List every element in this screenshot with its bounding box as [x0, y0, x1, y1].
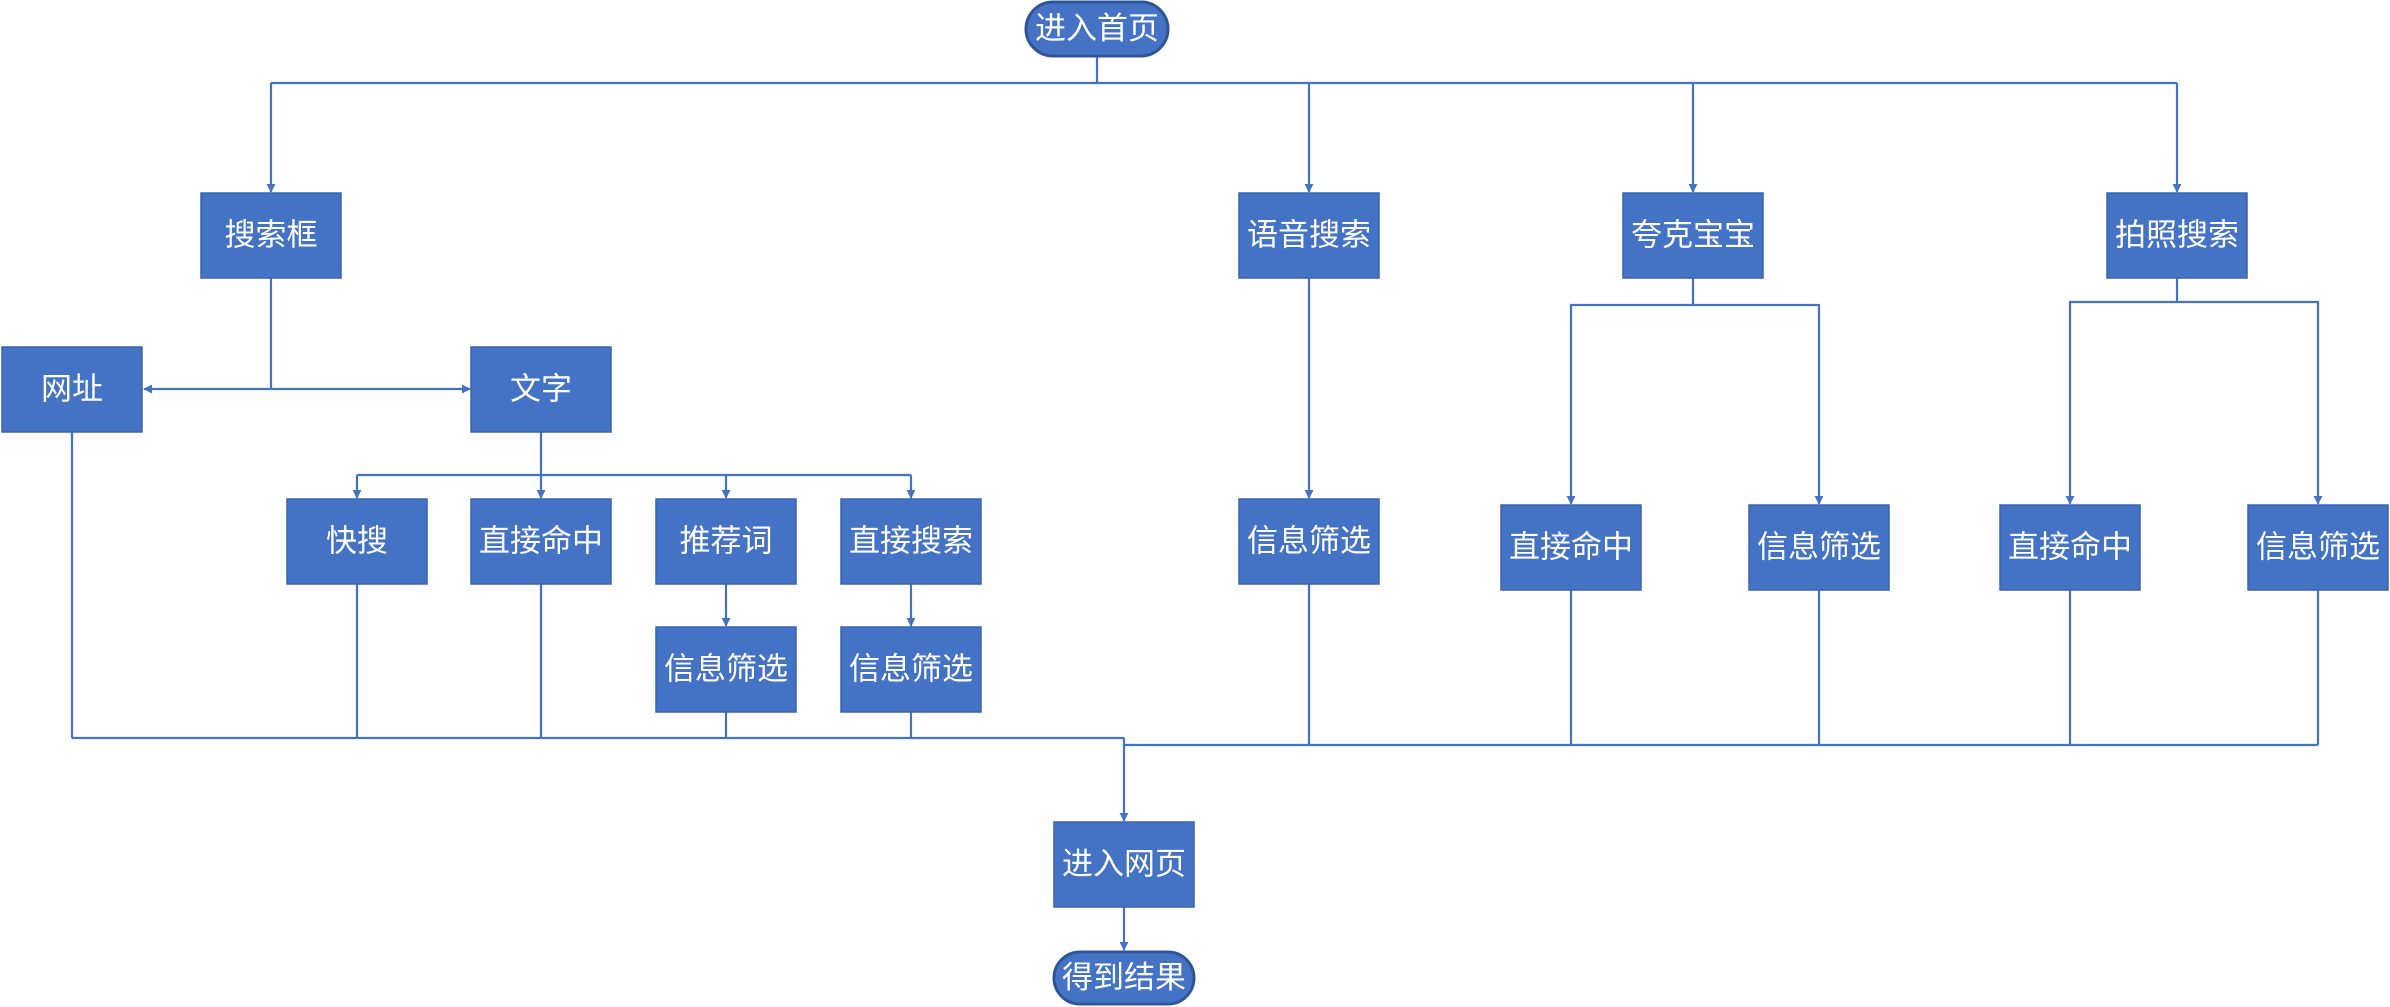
node-filter-photo-label: 信息筛选 [2256, 530, 2380, 566]
node-kuake-baobao: 夸克宝宝 [1622, 192, 1764, 279]
node-direct-hit-text: 直接命中 [470, 498, 612, 585]
node-search-box: 搜索框 [200, 192, 342, 279]
node-direct-hit-kuake-label: 直接命中 [1509, 530, 1633, 566]
node-recommend-words-label: 推荐词 [680, 524, 773, 560]
node-direct-search: 直接搜索 [840, 498, 982, 585]
node-filter-direct-search: 信息筛选 [840, 626, 982, 713]
node-recommend-words: 推荐词 [655, 498, 797, 585]
node-filter-kuake: 信息筛选 [1748, 504, 1890, 591]
node-photo-search-label: 拍照搜索 [2115, 218, 2239, 254]
edge-to-direct-hit-photo [2065, 300, 2177, 505]
node-direct-hit-kuake: 直接命中 [1500, 504, 1642, 591]
edge-to-direct-hit-kuake [1566, 303, 1693, 505]
node-direct-hit-text-label: 直接命中 [479, 524, 603, 560]
edge-to-filter-kuake [1693, 303, 1824, 505]
node-kuake-baobao-label: 夸克宝宝 [1631, 218, 1755, 254]
node-photo-search: 拍照搜索 [2106, 192, 2248, 279]
node-result: 得到结果 [1052, 950, 1196, 1006]
node-filter-voice-label: 信息筛选 [1247, 524, 1371, 560]
edge-to-filter-photo [2177, 300, 2323, 505]
node-direct-hit-photo: 直接命中 [1999, 504, 2141, 591]
node-start-label: 进入首页 [1035, 11, 1159, 47]
node-voice-search-label: 语音搜索 [1247, 218, 1371, 254]
connectors [70, 56, 2323, 951]
node-filter-kuake-label: 信息筛选 [1757, 530, 1881, 566]
node-filter-direct-search-label: 信息筛选 [849, 652, 973, 688]
node-filter-voice: 信息筛选 [1238, 498, 1380, 585]
node-url-label: 网址 [41, 372, 103, 408]
node-enter-webpage: 进入网页 [1053, 821, 1195, 908]
node-quick-search: 快搜 [286, 498, 428, 585]
node-direct-search-label: 直接搜索 [849, 524, 973, 560]
node-filter-photo: 信息筛选 [2247, 504, 2389, 591]
node-text-label: 文字 [510, 372, 572, 408]
node-start: 进入首页 [1024, 0, 1170, 58]
node-filter-recommend-label: 信息筛选 [664, 652, 788, 688]
node-text: 文字 [470, 346, 612, 433]
node-quick-search-label: 快搜 [326, 524, 388, 560]
node-search-box-label: 搜索框 [225, 218, 318, 254]
node-voice-search: 语音搜索 [1238, 192, 1380, 279]
node-result-label: 得到结果 [1062, 960, 1186, 996]
node-filter-recommend: 信息筛选 [655, 626, 797, 713]
node-url: 网址 [1, 346, 143, 433]
node-enter-webpage-label: 进入网页 [1062, 847, 1186, 883]
node-direct-hit-photo-label: 直接命中 [2008, 530, 2132, 566]
